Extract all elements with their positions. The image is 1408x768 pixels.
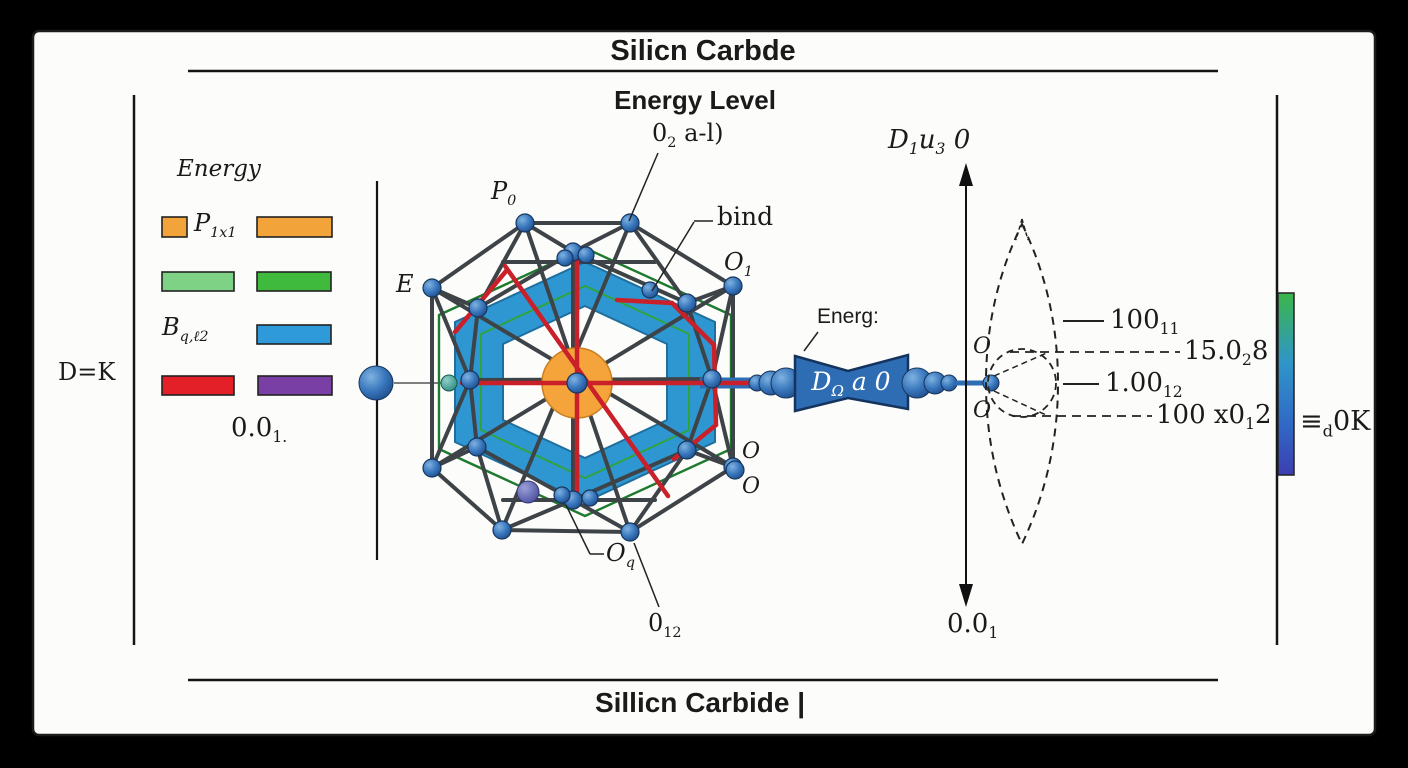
readout-2: 15.028 [1184,336,1269,370]
legend-row1-label: P1x1 [194,209,237,241]
swatch-green [256,271,332,292]
spool-text: DΩ a 0 [811,367,891,400]
swatch-red [161,375,235,396]
energy-flow-label: Energ: [817,305,879,328]
spool-shape [793,353,910,413]
axis-arrow-up [959,163,973,186]
vertical-axis [959,163,973,607]
spindle-o-top-label: O [973,334,992,359]
pointer-bind [651,221,695,292]
rule-lines [132,69,1279,682]
colorbar-label: ≡d0K [1300,406,1371,441]
swatch-orange [256,216,333,238]
dashed-spindle [984,218,1060,547]
center-node [566,372,588,394]
o-right-top-label: O [742,439,761,464]
swatch-orange-small [161,216,188,238]
purple-node [516,480,540,504]
swatch-blue [256,324,332,345]
swatch-purple [257,375,333,396]
lattice-nodes [422,213,745,542]
bind-label: bind [717,202,774,231]
structure-o1-label: O1 [724,248,753,280]
left-margin-label: D=K [58,358,116,386]
page-title: Silicn Carbde [610,35,796,67]
footer-title: Sillicn Carbide | [594,687,806,718]
structure-p0-label: P0 [491,177,517,209]
structure-e-label: E [396,270,414,298]
o12-label: 012 [648,609,682,641]
page-subtitle: Energy Level [614,85,776,115]
readout-lines [1010,320,1180,417]
structure-top-label: 02 a-l) [652,119,724,151]
legend-row3-label: Bq,ℓ2 [162,313,209,345]
o-right-bottom-label: O [742,474,761,499]
swatch-light-green [161,271,235,292]
axis-bottom-label: 0.01 [947,609,999,643]
left-sphere [358,365,394,401]
axis-top-label: D1u3 0 [888,125,971,159]
colorbar [1277,292,1295,476]
teal-node [440,374,458,392]
crystal-structure [422,213,757,542]
readout-4: 100 x012 [1156,400,1272,434]
readout-3: 1.0012 [1105,368,1183,402]
spindle-o-bottom-label: O [973,398,992,423]
bind-node [641,281,659,299]
legend-swatches [161,216,333,396]
pointer-oq [565,504,591,555]
legend-title: Energy [177,156,261,182]
oq-label: Oq [606,539,635,571]
hexagon-band [454,260,716,504]
pointer-lines [565,152,819,608]
pointer-energy [803,331,819,352]
readout-1: 10011 [1110,305,1180,339]
pointer-top-label [628,152,659,222]
legend-footnote: 0.01. [231,413,288,447]
pointer-o12 [633,542,660,608]
energy-flow [748,353,1000,413]
axis-arrow-down [959,584,973,607]
